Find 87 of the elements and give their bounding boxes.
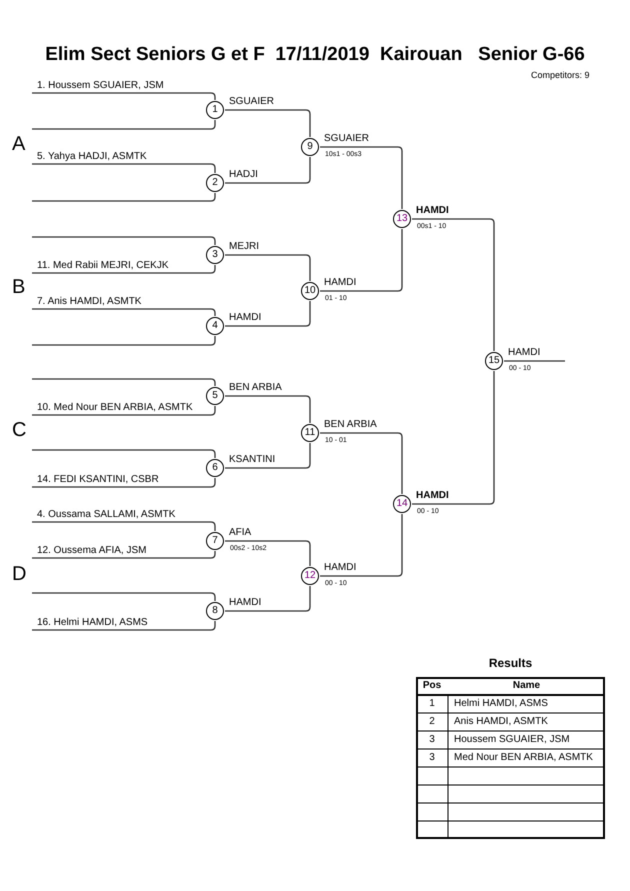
match-circle: 5 [206,387,224,405]
bracket-line [32,478,216,488]
bracket-line [320,514,403,577]
competitor-name: 1. Houssem SGUAIER, JSM [37,81,164,91]
winner-name: HAMDI [416,490,449,502]
match-circle: 7 [206,532,224,550]
column-header: Pos [422,680,442,692]
match-circle: 1 [206,101,224,119]
match-circle: 13 [393,210,411,228]
competitor-name: Helmi HAMDI, ASMS [454,698,548,710]
bracket-line [225,540,311,566]
bracket-title: Elim Sect Seniors G et F 17/11/2019 Kairouan Senior G-66 [44,44,586,65]
bracket-line [32,265,216,274]
bracket-line [32,236,216,245]
bracket-line [225,443,311,469]
group-letter: D [12,563,26,585]
winner-name: HAMDI [229,597,262,609]
match-circle: 11 [301,424,319,442]
position-number: 3 [428,734,436,746]
winner-name: SGUAIER [324,133,370,145]
competitor-name: 16. Helmi HAMDI, ASMS [37,618,148,628]
winner-name: BEN ARBIA [324,419,377,431]
bracket-line [225,586,311,612]
bracket-line [320,146,403,209]
bracket-line [32,449,216,458]
group-letter: B [12,276,26,298]
competitor-name: Med Nour BEN ARBIA, ASMTK [454,752,593,764]
group-letter: A [12,133,26,155]
bracket-line [225,301,311,327]
column-header: Name [512,680,542,692]
winner-name: KSANTINI [229,454,276,466]
match-circle: 9 [301,138,319,156]
bracket-line [32,120,216,130]
winner-name: HAMDI [416,205,449,217]
position-number: 1 [428,698,436,710]
winner-name: BEN ARBIA [229,382,282,394]
match-circle: 8 [206,602,224,620]
bracket-line [225,395,311,423]
bracket-line [32,336,216,346]
winner-name: HADJI [229,169,258,181]
bracket-line [32,378,216,386]
bracket-line [32,308,216,316]
match-circle: 10 [301,282,319,300]
competitor-name: 11. Med Rabii MEJRI, CEKJK [37,261,169,271]
match-circle: 6 [206,459,224,477]
winner-name: MEJRI [229,241,259,253]
bracket-line [225,109,311,137]
bracket-line [504,360,565,362]
bracket-line [32,551,216,559]
competitor-name: 14. FEDI KSANTINI, CSBR [37,475,159,485]
competitor-count: Competitors: 9 [531,70,590,81]
winner-name: SGUAIER [229,96,274,108]
competitor-name: 4. Oussama SALLAMI, ASMTK [37,510,176,520]
position-number: 3 [428,752,436,764]
bracket-line [32,92,216,100]
bracket-line [32,163,216,173]
match-circle: 14 [393,495,411,513]
bracket-line [32,621,216,631]
bracket-line [320,229,403,292]
winner-name: HAMDI [229,312,262,324]
match-circle: 3 [206,246,224,264]
competitor-name: Houssem SGUAIER, JSM [454,734,570,746]
match-circle: 12 [301,567,319,585]
bracket-line [320,432,403,494]
match-circle: 4 [206,317,224,335]
winner-name: HAMDI [508,347,540,359]
bracket-line [225,157,311,184]
bracket-line [32,592,216,601]
competitor-name: 5. Yahya HADJI, ASMTK [37,152,147,162]
winner-name: AFIA [229,527,252,539]
bracket-line [32,406,216,416]
position-number: 2 [428,716,436,728]
competitor-name: 7. Anis HAMDI, ASMTK [37,297,142,307]
bracket-line [32,521,216,531]
winner-name: HAMDI [324,562,356,574]
competitor-name: Anis HAMDI, ASMTK [454,716,548,728]
table-title: Results [488,656,534,670]
match-circle: 2 [206,174,224,192]
match-circle: 15 [485,352,503,370]
bracket-line [412,371,495,505]
bracket-line [32,193,216,202]
group-letter: C [12,419,26,441]
bracket-line [225,254,311,281]
winner-name: HAMDI [324,277,356,289]
competitor-name: 12. Oussema AFIA, JSM [37,546,146,556]
competitor-name: 10. Med Nour BEN ARBIA, ASMTK [37,403,193,413]
bracket-line [412,218,495,351]
